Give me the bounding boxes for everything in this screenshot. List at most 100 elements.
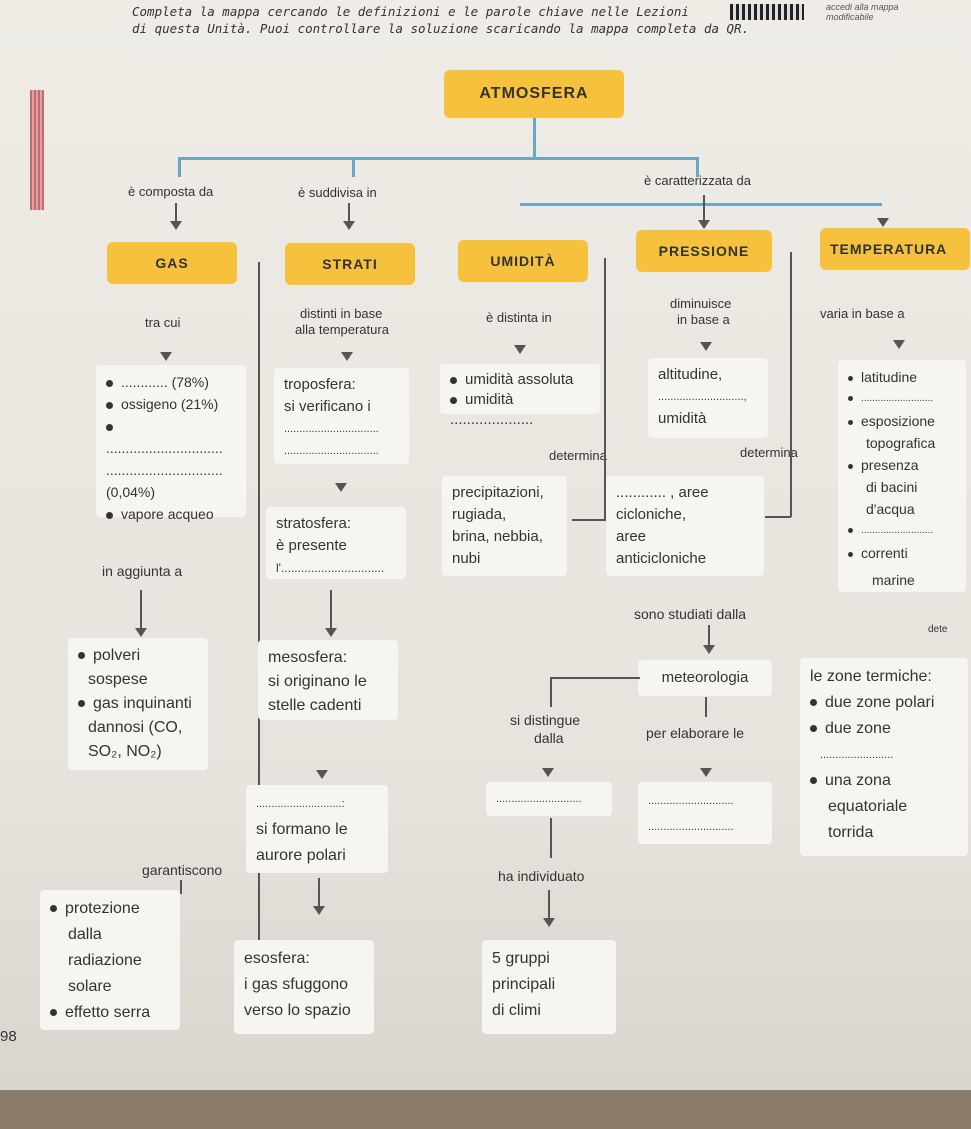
box-line: stelle cadenti <box>268 697 362 714</box>
list-item: .............................. <box>106 459 236 481</box>
gas-item: .............................. <box>106 440 223 456</box>
connector <box>550 818 552 858</box>
link-determina-2: determina <box>740 445 798 460</box>
temp-item: presenza <box>861 457 919 473</box>
arrow-down-icon <box>698 220 710 229</box>
zone-item: ........................ <box>820 749 894 761</box>
arrow-down-icon <box>343 221 355 230</box>
arrow-down-icon <box>160 352 172 361</box>
qr-note-2: modificabile <box>826 12 874 22</box>
precipitazioni-box: precipitazioni, rugiada, brina, nebbia, … <box>442 476 567 576</box>
gas-box: ............ (78%) ossigeno (21%) ......… <box>96 365 246 522</box>
list-item: d'acqua <box>848 498 956 520</box>
temp-item: d'acqua <box>866 501 915 517</box>
list-item: (0,04%) <box>106 481 236 503</box>
root-atmosfera: ATMOSFERA <box>444 70 624 118</box>
list-item: presenza <box>848 454 956 476</box>
arrow-down-icon <box>700 768 712 777</box>
link-dalla: dalla <box>534 730 564 746</box>
arrow-down-icon <box>877 218 889 227</box>
temp-item: .......................... <box>861 393 934 404</box>
link-garantiscono: garantiscono <box>142 862 223 878</box>
box-line: mesosfera: <box>268 649 348 666</box>
box-line: nubi <box>452 550 481 567</box>
arrow-down-icon <box>335 483 347 492</box>
box-line: cicloniche, <box>616 506 687 523</box>
page-edge-tabs <box>30 90 44 210</box>
arrow-shaft <box>348 203 350 223</box>
polveri-item: polveri <box>93 647 141 664</box>
desk-surface <box>0 1090 971 1129</box>
qr-note-1: accedi alla mappa <box>826 2 899 12</box>
topic-umidita: UMIDITÀ <box>458 240 588 282</box>
link-suddivisa: è suddivisa in <box>298 185 377 200</box>
link-aggiunta: in aggiunta a <box>102 563 183 579</box>
box-line: altitudine, <box>658 366 723 383</box>
gas-item: .............................. <box>106 462 223 478</box>
link-elaborare: per elaborare le <box>646 725 745 741</box>
box-line: 5 gruppi <box>492 950 550 967</box>
list-item: una zona <box>810 768 958 794</box>
arrow-down-icon <box>313 906 325 915</box>
temp-item: esposizione <box>861 413 935 429</box>
link-caratterizzata: è caratterizzata da <box>644 173 751 188</box>
zone-item: due zone <box>825 720 891 737</box>
list-item: esposizione <box>848 410 956 432</box>
troposfera-box: troposfera: si verificano i ............… <box>274 368 409 464</box>
list-item: umidità .................... <box>450 390 590 430</box>
link-dete: dete <box>928 624 948 635</box>
link-diminuisce: diminuisce <box>670 296 732 311</box>
arrow-down-icon <box>543 918 555 927</box>
arrow-down-icon <box>703 645 715 654</box>
climi-box: 5 gruppi principali di climi <box>482 940 616 1034</box>
box-line: anticicloniche <box>616 550 707 567</box>
blank-box-1: ............................ <box>486 782 612 816</box>
zone-item: le zone termiche: <box>810 668 932 685</box>
instruction-line-1: Completa la mappa cercando le definizion… <box>132 4 689 19</box>
temp-item: di bacini <box>866 479 918 495</box>
arrow-down-icon <box>514 345 526 354</box>
list-item: .......................... <box>848 388 956 410</box>
qr-code-icon[interactable] <box>730 4 804 20</box>
box-line: esosfera: <box>244 950 310 967</box>
meteorologia-box: meteorologia <box>638 660 772 696</box>
box-line: ............ , aree <box>616 484 709 501</box>
box-line: ............................... <box>284 445 379 457</box>
zone-termiche-box: le zone termiche: due zone polari due zo… <box>800 658 968 856</box>
box-line: verso lo spazio <box>244 1002 351 1019</box>
zone-item: equatoriale <box>828 798 908 815</box>
pressione-box: altitudine, ............................… <box>648 358 768 438</box>
connector <box>790 252 792 517</box>
link-composta: è composta da <box>128 184 214 199</box>
box-line: rugiada, <box>452 506 507 523</box>
list-item: latitudine <box>848 366 956 388</box>
arrow-down-icon <box>316 770 328 779</box>
link-alla-temp: alla temperatura <box>295 322 389 337</box>
arrow-shaft <box>318 878 320 908</box>
list-item: gas inquinanti <box>78 692 198 716</box>
zone-item: due zone polari <box>825 694 935 711</box>
box-line: si formano le <box>256 821 348 838</box>
connector <box>550 677 552 707</box>
stratosfera-box: stratosfera: è presente l'..............… <box>266 507 406 579</box>
connector <box>604 258 606 520</box>
box-line: ............................, <box>658 391 747 403</box>
umid-item: umidità assoluta <box>465 371 574 388</box>
polveri-item: sospese <box>88 671 148 688</box>
connector <box>258 262 260 992</box>
page-number: 98 <box>0 1028 17 1045</box>
prot-item: radiazione <box>68 952 142 969</box>
blank-box-2: ............................ ...........… <box>638 782 772 844</box>
temp-item-marine: marine <box>872 572 915 588</box>
link-distinti: distinti in base <box>300 306 383 321</box>
protezione-box: protezione dalla radiazione solare effet… <box>40 890 180 1030</box>
list-item: due zone <box>810 716 958 742</box>
topic-gas: GAS <box>107 242 237 284</box>
box-line: umidità <box>658 410 707 427</box>
box-line: ............................ <box>648 795 734 807</box>
list-item: .............................. <box>106 415 236 459</box>
connector <box>696 157 699 177</box>
umidita-box: umidità assoluta umidità ...............… <box>440 364 600 428</box>
link-in-base: in base a <box>677 312 730 327</box>
link-distinta: è distinta in <box>486 310 552 325</box>
